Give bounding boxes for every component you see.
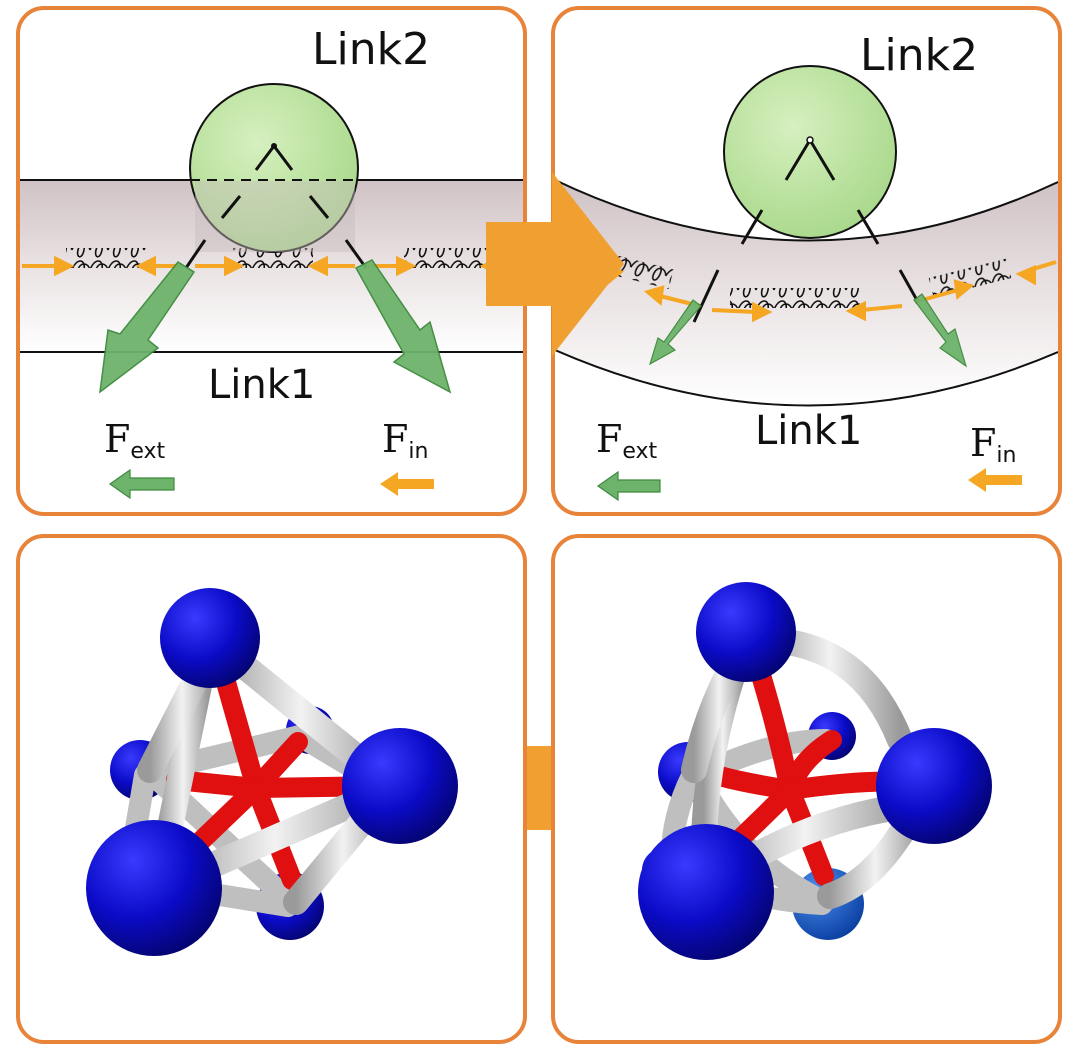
link2-circle <box>189 83 359 253</box>
fext-label: Fext <box>104 417 166 464</box>
panel-top-left: Link2 Link1 Fext Fin <box>16 6 527 516</box>
link1-bent-top-edge <box>555 179 1058 242</box>
link2-circle <box>723 65 897 239</box>
node-top <box>696 582 796 682</box>
bent-springs <box>610 255 1012 308</box>
spring-2 <box>233 248 313 268</box>
overlap-region <box>195 181 355 252</box>
node-front-left <box>86 820 222 956</box>
arrow-right-icon <box>486 172 624 356</box>
joint-pivot <box>271 143 277 149</box>
bent-external-force-arrows <box>648 293 968 368</box>
spring-1 <box>66 248 146 268</box>
joint-pivot <box>806 136 814 144</box>
node-right <box>876 728 992 844</box>
fin-label: Fin <box>382 417 428 464</box>
link1-label: Link1 <box>755 408 862 454</box>
link2-label: Link2 <box>312 24 430 75</box>
fin-legend-arrow <box>380 472 434 496</box>
fext-label: Fext <box>596 417 658 464</box>
tetrahedral-molecule-icon <box>86 588 458 956</box>
external-force-arrows <box>99 259 452 394</box>
spring-3 <box>404 248 494 268</box>
fin-label: Fin <box>970 421 1016 468</box>
tetrahedral-molecule-icon <box>638 582 992 960</box>
link1-bent-bottom-edge <box>555 349 1058 407</box>
fext-legend-arrow <box>108 468 175 500</box>
link1-label: Link1 <box>208 362 315 408</box>
fext-legend-arrow <box>596 470 661 502</box>
fin-legend-arrow <box>968 468 1022 492</box>
link2-label: Link2 <box>860 30 978 81</box>
node-right <box>342 728 458 844</box>
panel-bottom-right <box>551 534 1062 1044</box>
panel-top-right: Link2 Link1 Fext Fin <box>551 6 1062 516</box>
node-top <box>160 588 260 688</box>
node-front-left <box>638 824 774 960</box>
panel-bottom-left <box>16 534 527 1044</box>
